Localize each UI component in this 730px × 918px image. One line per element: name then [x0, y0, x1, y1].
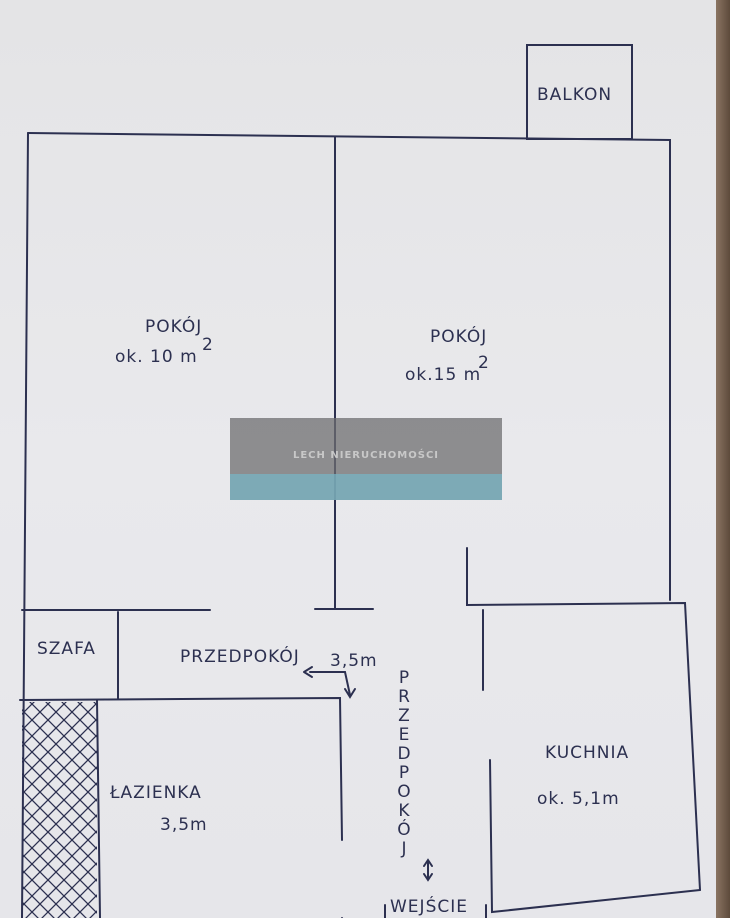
- dimension-arrow: [303, 666, 433, 882]
- entrance-marks: [384, 904, 487, 918]
- room-divider-wall: [314, 136, 374, 610]
- wooden-table-edge: [716, 0, 730, 918]
- bathroom-inner-wall: [96, 699, 101, 918]
- kitchen-top-wall: [466, 547, 701, 891]
- watermark-text: LECH NIERUCHOMOŚCI: [292, 450, 440, 461]
- bathroom-walls: [19, 611, 343, 918]
- room1-name: POKÓJ: [145, 315, 202, 337]
- watermark-band: [230, 474, 502, 500]
- entrance-arrow-icon: [423, 858, 433, 882]
- room2-area: ok.15 m: [405, 365, 481, 385]
- walls: [19, 44, 701, 918]
- watermark: LECH NIERUCHOMOŚCI: [230, 418, 502, 500]
- bathroom-area: 3,5m: [160, 815, 208, 835]
- kitchen-left-wall: [482, 609, 701, 914]
- kitchen-name: KUCHNIA: [545, 743, 629, 763]
- room1-area-sup: 2: [202, 335, 214, 355]
- hall-area: 3,5m: [330, 651, 378, 671]
- outer-top-wall: [27, 132, 671, 601]
- kitchen-area: ok. 5,1m: [537, 789, 620, 809]
- balkon-label: BALKON: [537, 85, 612, 105]
- hall-name: PRZEDPOKÓJ: [180, 645, 300, 667]
- bathroom-name: ŁAZIENKA: [109, 783, 202, 803]
- hall-vertical-label: PRZEDPOKÓJ: [394, 668, 414, 858]
- entrance-label: WEJŚCIE: [390, 895, 468, 917]
- room2-area-sup: 2: [478, 353, 490, 373]
- room2-name: POKÓJ: [430, 325, 487, 347]
- room1-area: ok. 10 m: [115, 347, 198, 367]
- hatched-area: [22, 702, 97, 918]
- szafa-label: SZAFA: [37, 639, 96, 659]
